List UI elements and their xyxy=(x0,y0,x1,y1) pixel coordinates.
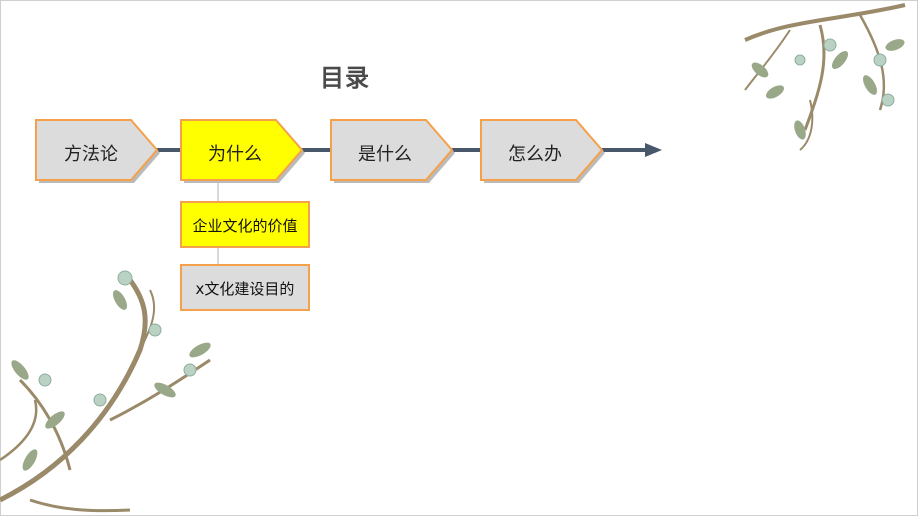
step-chevron-methodology[interactable] xyxy=(35,119,159,181)
step-label-how: 怎么办 xyxy=(508,144,562,165)
step-label-what: 是什么 xyxy=(358,144,412,165)
step-label-why: 为什么 xyxy=(208,144,262,165)
sub-item-box-purpose[interactable] xyxy=(180,264,310,311)
branch-decoration-top-right xyxy=(744,3,906,151)
step-chevron-what[interactable] xyxy=(330,119,454,181)
flow-arrowhead-icon xyxy=(645,143,662,157)
step-chevron-why[interactable] xyxy=(180,119,304,181)
step-chevron-how[interactable] xyxy=(480,119,604,181)
branch-decoration-bottom-left xyxy=(0,270,211,513)
step-label-methodology: 方法论 xyxy=(64,144,118,165)
sub-item-label-purpose: x文化建设目的 xyxy=(195,280,295,298)
sub-item-label-value: 企业文化的价值 xyxy=(192,217,298,235)
page-title: 目录 xyxy=(320,64,370,92)
sub-item-box-value[interactable] xyxy=(180,201,310,248)
